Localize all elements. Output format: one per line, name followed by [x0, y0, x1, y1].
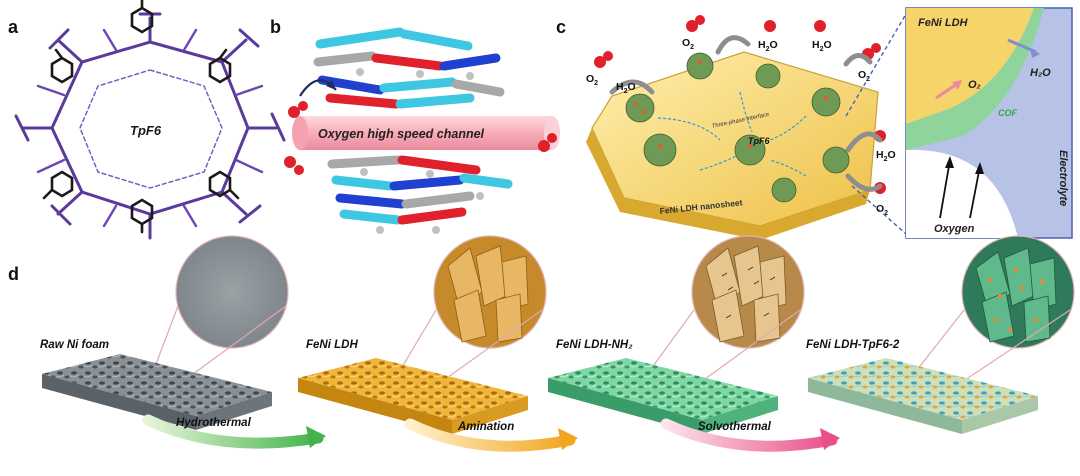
- step-label-2: Amination: [457, 421, 514, 433]
- o2-molecules-b: [284, 101, 557, 175]
- svg-text:H2O: H2O: [876, 149, 896, 163]
- step-arrowhead-1: [306, 426, 326, 448]
- panel-b: b: [270, 17, 560, 234]
- inset-o2-label: O₂: [968, 79, 981, 91]
- panel-c: c: [556, 7, 1073, 240]
- stage-feni-ldh: [298, 235, 547, 434]
- step-arrowhead-2: [558, 428, 578, 450]
- stage-raw-ni-foam: [42, 235, 289, 430]
- ldh-nanosheet-edge: [586, 128, 870, 240]
- molecule-labels: O2 H2O O2 H2O H2O O2 H2O O2: [586, 37, 896, 217]
- step-arrow-1: [142, 414, 324, 449]
- cof-dots: [634, 60, 828, 148]
- inset-cof-label: COF: [998, 108, 1018, 118]
- svg-text:H2O: H2O: [616, 81, 636, 95]
- gray-arrows-c: [609, 35, 883, 192]
- flow-lines: [657, 91, 807, 177]
- stage-feni-ldh-tpf6: [808, 235, 1075, 434]
- step-arrow-2: [404, 418, 576, 452]
- stage-label-2: FeNi LDH: [306, 339, 358, 351]
- oxygen-channel: [292, 116, 560, 150]
- stage-label-4: FeNi LDH-TpF6-2: [806, 339, 900, 351]
- svg-text:O2: O2: [876, 203, 888, 217]
- tpf6-structure: [14, 0, 286, 240]
- panel-d: d Raw Ni foam Hydrothermal: [8, 235, 1075, 452]
- svg-text:O2: O2: [586, 73, 598, 87]
- tpf6-label: TpF6: [130, 123, 162, 138]
- svg-text:H2O: H2O: [758, 39, 778, 53]
- panel-letter-b: b: [270, 17, 281, 37]
- tpf6-label-c: TpF6: [748, 136, 770, 146]
- interface-inset: [905, 7, 1073, 239]
- inset-oxygen-label: Oxygen: [934, 223, 975, 235]
- svg-text:O2: O2: [858, 69, 870, 83]
- step-label-3: Solvothermal: [698, 421, 772, 433]
- step-arrowhead-3: [820, 428, 840, 450]
- inset-h2o-label: H₂O: [1030, 67, 1051, 79]
- zoom-lines: [845, 13, 907, 235]
- channel-label: Oxygen high speed channel: [318, 127, 485, 141]
- cof-clusters: [625, 52, 850, 203]
- stage-label-3: FeNi LDH-NH₂: [556, 339, 633, 351]
- stage-feni-ldh-nh2: [548, 235, 805, 434]
- panel-letter-a: a: [8, 17, 19, 37]
- panel-a: a TpF6: [8, 0, 286, 240]
- svg-text:H2O: H2O: [812, 39, 832, 53]
- step-arrow-3: [660, 418, 838, 452]
- stage-label-1: Raw Ni foam: [40, 339, 109, 351]
- step-label-1: Hydrothermal: [176, 417, 252, 429]
- panel-letter-d: d: [8, 264, 19, 284]
- curved-arrowhead-b: [326, 80, 336, 90]
- inset-feni-label: FeNi LDH: [918, 17, 969, 29]
- svg-text:O2: O2: [682, 37, 694, 51]
- panel-letter-c: c: [556, 17, 566, 37]
- inset-electrolyte-label: Electrolyte: [1057, 150, 1069, 206]
